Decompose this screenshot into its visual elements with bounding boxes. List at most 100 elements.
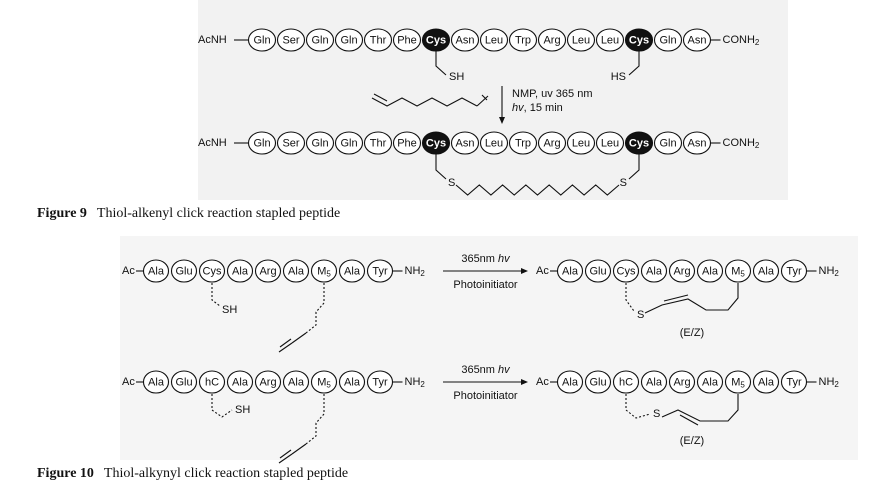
residue-circle (479, 131, 509, 155)
residue-phe: Phe (392, 131, 422, 155)
residue-cys: Cys (421, 131, 451, 155)
residue-leu: Leu (566, 131, 596, 155)
residue-circle (556, 259, 584, 283)
residue-circle (226, 259, 254, 283)
residue-cys: Cys (624, 131, 654, 155)
c-terminus-label: CONH2 (723, 137, 760, 150)
residue-leu: Leu (595, 131, 625, 155)
residue-label: Ala (562, 376, 579, 388)
residue-label: Arg (673, 265, 690, 277)
row2-product-staple-double-bond (679, 414, 699, 426)
residue-label: Tyr (786, 265, 802, 277)
staple-link-left (435, 154, 447, 180)
row2-reactant-residue-m: M5 (310, 370, 338, 394)
residue-label: Ala (702, 376, 719, 388)
residue-label: M5 (317, 265, 331, 278)
residue-circle (338, 370, 366, 394)
residue-circle (479, 28, 509, 52)
row2-arrow-condition: 365nm hv (461, 364, 511, 376)
row2-reactant-residue-ala: Ala (142, 370, 170, 394)
row2-reactant-residue-hc: hC (198, 370, 226, 394)
residue-label: Ala (702, 265, 719, 277)
thiol-sh-label: SH (449, 71, 464, 83)
row1-arrow-condition: 365nm hv (461, 253, 511, 265)
residue-gln: Gln (334, 131, 364, 155)
residue-circle (612, 259, 640, 283)
row1-reactant-residue-ala: Ala (226, 259, 254, 283)
residue-circle (653, 131, 683, 155)
residue-circle (310, 259, 338, 283)
residue-ser: Ser (276, 28, 306, 52)
residue-phe: Phe (392, 28, 422, 52)
row1-isomer-label: (E/Z) (680, 327, 704, 339)
row2-thiol-sh: SH (235, 404, 250, 416)
row1-reactant-residue-cys: Cys (198, 259, 226, 283)
residue-label: Ser (282, 137, 299, 149)
residue-circle (392, 28, 422, 52)
row2-product-residue-ala: Ala (752, 370, 780, 394)
row1-product-residue-m: M5 (724, 259, 752, 283)
residue-ser: Ser (276, 131, 306, 155)
residue-circle (640, 259, 668, 283)
row1-reactant-residue-ala: Ala (282, 259, 310, 283)
row2-reactant-residue-tyr: Tyr (366, 370, 394, 394)
alkene-double-bond-left (373, 93, 388, 102)
row2-alkyne-triple-a (279, 449, 292, 459)
residue-circle (170, 370, 198, 394)
residue-gln: Gln (334, 28, 364, 52)
residue-circle (334, 28, 364, 52)
residue-circle (556, 370, 584, 394)
residue-circle (247, 28, 277, 52)
row1-product-residue-glu: Glu (584, 259, 612, 283)
residue-circle (142, 370, 170, 394)
residue-label: M5 (317, 376, 331, 389)
residue-circle (247, 131, 277, 155)
residue-label: Glu (175, 265, 192, 277)
residue-circle (254, 259, 282, 283)
row1-product-residue-cys: Cys (612, 259, 640, 283)
residue-cys: Cys (421, 28, 451, 52)
residue-label: Ala (232, 265, 249, 277)
residue-circle (305, 28, 335, 52)
row1-reactant-c-terminus: NH2 (405, 265, 426, 278)
residue-circle (640, 370, 668, 394)
row1-cys-sidechain (211, 283, 221, 307)
residue-label: Tyr (786, 376, 802, 388)
row1-product-residue-ala: Ala (752, 259, 780, 283)
row1-product-staple (644, 283, 739, 314)
residue-label: hC (205, 376, 219, 388)
residue-asn: Asn (450, 28, 480, 52)
row2-product-n-terminus: Ac (536, 376, 549, 388)
figure10-number: Figure 10 (37, 466, 94, 481)
row1-arrowhead (521, 268, 528, 274)
staple-hydrocarbon-linker (455, 184, 620, 196)
residue-label: hC (619, 376, 633, 388)
residue-label: Asn (456, 137, 475, 149)
row2-reactant-n-terminus: Ac (122, 376, 135, 388)
residue-circle (310, 370, 338, 394)
row1-product-staple-double-bond (663, 294, 689, 302)
residue-label: Gln (340, 137, 357, 149)
residue-label: Ala (288, 376, 305, 388)
residue-trp: Trp (508, 28, 538, 52)
row1-arrow-reagent: Photoinitiator (453, 279, 518, 291)
figure9-number: Figure 9 (37, 206, 87, 221)
row2-reactant-residue-glu: Glu (170, 370, 198, 394)
residue-circle (595, 131, 625, 155)
row1-reactant-n-terminus: Ac (122, 265, 135, 277)
residue-leu: Leu (595, 28, 625, 52)
residue-leu: Leu (479, 28, 509, 52)
row1-product-residue-tyr: Tyr (780, 259, 808, 283)
row2-product-sulfur: S (653, 408, 660, 420)
row2-reactant-c-terminus: NH2 (405, 376, 426, 389)
residue-circle (696, 370, 724, 394)
residue-label: Leu (572, 137, 590, 149)
residue-circle (537, 28, 567, 52)
residue-circle (334, 131, 364, 155)
residue-label: Glu (589, 265, 606, 277)
residue-circle (668, 259, 696, 283)
residue-gln: Gln (247, 131, 277, 155)
residue-circle (584, 259, 612, 283)
residue-leu: Leu (566, 28, 596, 52)
